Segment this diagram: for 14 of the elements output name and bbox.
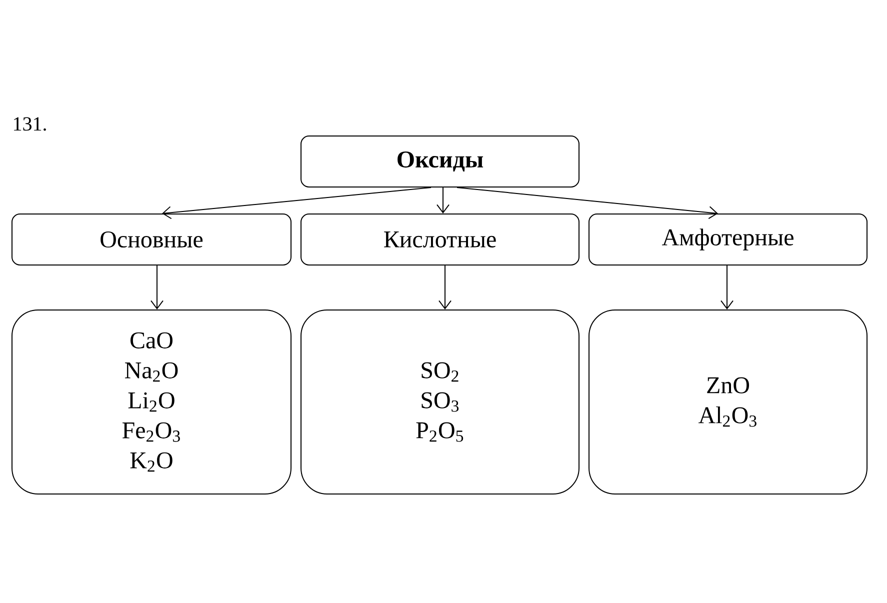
category-box: Амфотерные [588, 214, 868, 266]
title-box: Оксиды [300, 136, 580, 188]
formula-list-box: SO$_{2}$ SO$_{3}$ P$_{2}$O$_{5}$ [300, 310, 580, 494]
arrow [456, 187, 718, 220]
category-box: Основные [12, 214, 292, 266]
arrow [162, 187, 432, 220]
problem-number: 131. [14, 117, 46, 131]
formula-list-box: ZnO Al$_{2}$O$_{3}$ [588, 310, 868, 494]
category-box: Кислотные [300, 214, 580, 266]
arrow [438, 265, 452, 310]
arrow [436, 187, 450, 214]
formula-list-box: CaO Na$_{2}$O Li$_{2}$O Fe$_{2}$O$_{3}$ K$_{2}$O [12, 310, 292, 494]
arrow [720, 265, 734, 310]
arrow [150, 265, 164, 310]
